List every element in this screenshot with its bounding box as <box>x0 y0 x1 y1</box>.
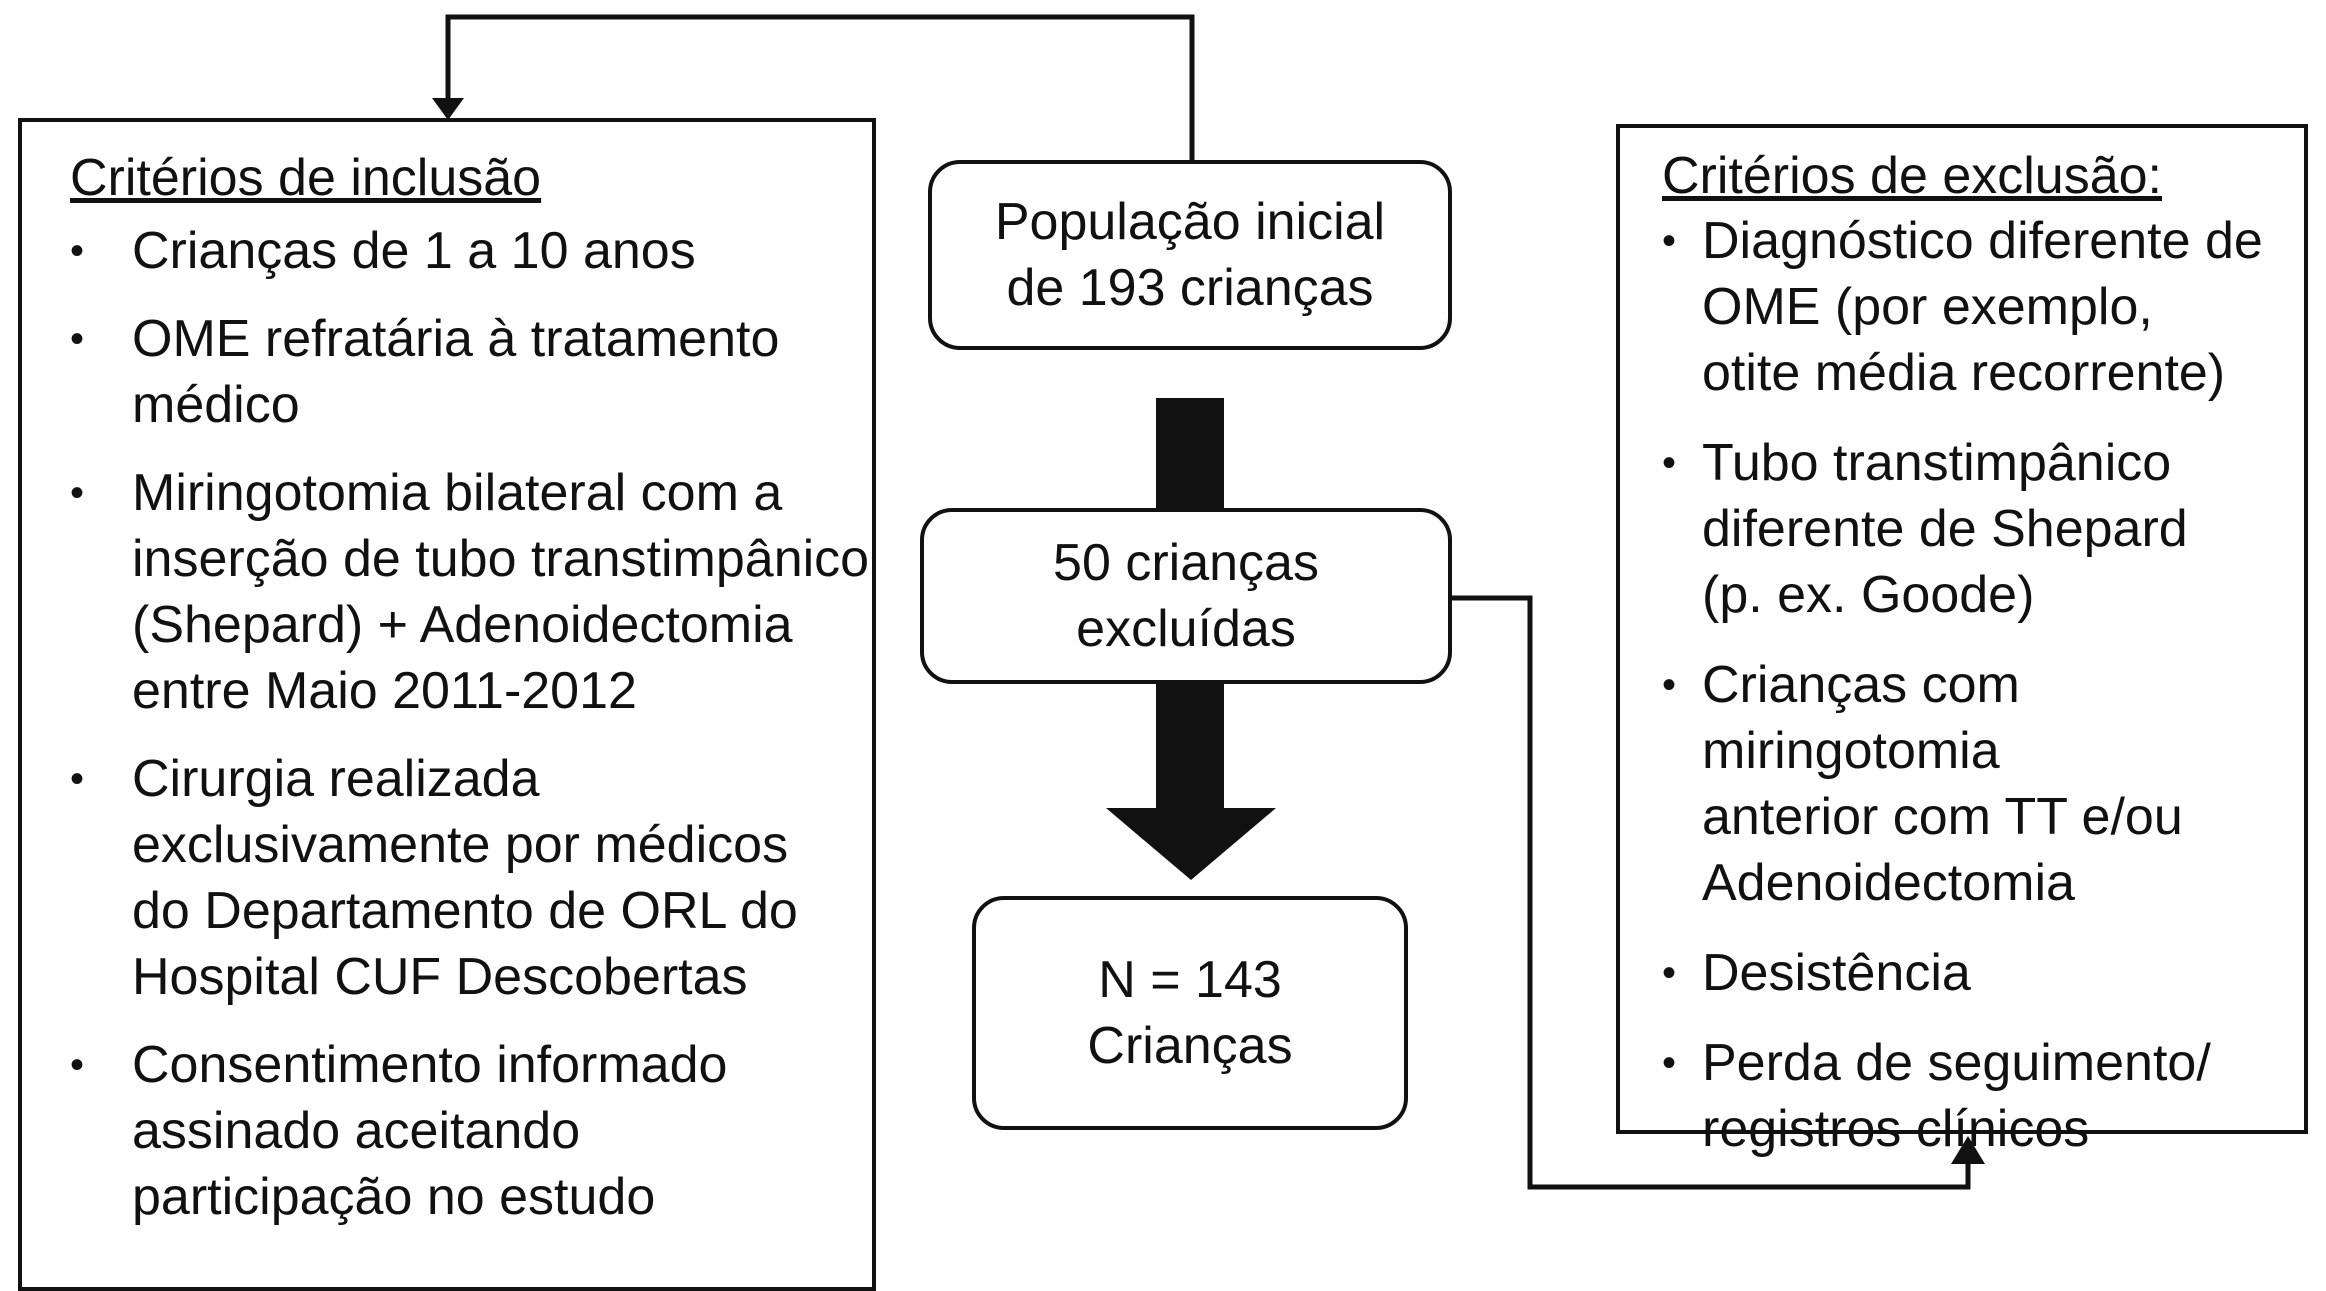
exclusion-criterion-line: Adenoidectomia <box>1702 854 2075 912</box>
excluded-box: 50 crianças excluídas <box>920 508 1452 684</box>
bullet-point-icon: • <box>1662 219 1677 263</box>
inclusion-criterion-item: • Consentimento informado assinado aceitan… <box>70 1032 872 1230</box>
exclusion-list: • Diagnóstico diferente de OME (por exempl… <box>1662 208 2304 1162</box>
exclusion-title: Critérios de exclusão: <box>1662 147 2162 205</box>
final-line-2: Crianças <box>1087 1017 1293 1075</box>
exclusion-criterion-line: anterior com TT e/ou <box>1702 788 2183 846</box>
main-flow-shaft-upper <box>1156 398 1224 508</box>
inclusion-criterion-item: • Crianças de 1 a 10 anos <box>70 218 872 284</box>
exclusion-criterion-item: • Desistência <box>1662 940 2304 1006</box>
exclusion-criterion-line: diferente de Shepard <box>1702 500 2188 558</box>
inclusion-criterion-item: • Cirurgia realizada exclusivamente por mé… <box>70 746 872 1010</box>
exclusion-criteria-box: Critérios de exclusão: • Diagnóstico dife… <box>1616 124 2308 1158</box>
excluded-line-2: excluídas <box>1076 600 1296 658</box>
inclusion-criterion-line: (Shepard) + Adenoidectomia <box>132 596 793 654</box>
inclusion-criterion-line: inserção de tubo transtimpânico <box>132 530 870 588</box>
inclusion-title: Critérios de inclusão <box>70 149 542 207</box>
exclusion-criterion-item: • Crianças com miringotomia anterior com T… <box>1662 652 2304 916</box>
inclusion-arrowhead <box>432 98 464 120</box>
exclusion-criterion-line: (p. ex. Goode) <box>1702 566 2035 624</box>
inclusion-criterion-line: entre Maio 2011-2012 <box>132 662 637 720</box>
exclusion-criterion-line: registros clínicos <box>1702 1100 2090 1158</box>
inclusion-criterion-line: médico <box>132 376 300 434</box>
bullet-point-icon: • <box>70 1043 85 1087</box>
exclusion-criterion-line: Diagnóstico diferente de <box>1702 212 2263 270</box>
exclusion-criterion-line: otite média recorrente) <box>1702 344 2226 402</box>
bullet-point-icon: • <box>1662 441 1677 485</box>
inclusion-criterion-item: • Miringotomia bilateral com a inserção de… <box>70 460 872 724</box>
population-line-1: População inicial <box>994 193 1386 251</box>
final-sample-box: N = 143 Crianças <box>972 896 1408 1130</box>
inclusion-criterion-line: assinado aceitando <box>132 1102 581 1160</box>
inclusion-criterion-line: Cirurgia realizada <box>132 750 540 808</box>
exclusion-criterion-item: • Tubo transtimpânico diferente de Shepard… <box>1662 430 2304 628</box>
bullet-point-icon: • <box>70 757 85 801</box>
main-flow-arrowhead <box>1106 808 1276 880</box>
bullet-point-icon: • <box>70 317 85 361</box>
inclusion-criterion-line: do Departamento de ORL do <box>132 882 798 940</box>
inclusion-criteria-box: Critérios de inclusão • Crianças de 1 a 1… <box>18 118 876 1291</box>
population-to-inclusion-connector <box>445 14 1195 160</box>
population-line-2: de 193 crianças <box>1006 259 1374 317</box>
exclusion-criterion-line: Crianças com miringotomia <box>1702 656 2020 780</box>
exclusion-criterion-line: Tubo transtimpânico <box>1702 434 2172 492</box>
exclusion-criterion-item: • Diagnóstico diferente de OME (por exempl… <box>1662 208 2304 406</box>
inclusion-list: • Crianças de 1 a 10 anos • OME refratária … <box>70 218 872 1230</box>
inclusion-criterion-line: exclusivamente por médicos <box>132 816 789 874</box>
inclusion-criterion-line: Crianças de 1 a 10 anos <box>132 222 696 280</box>
inclusion-criterion-line: OME refratária à tratamento <box>132 310 780 368</box>
population-box: População inicial de 193 crianças <box>928 160 1452 350</box>
excluded-line-1: 50 crianças <box>1053 534 1319 592</box>
bullet-point-icon: • <box>1662 951 1677 995</box>
exclusion-criterion-line: OME (por exemplo, <box>1702 278 2153 336</box>
excluded-to-exclusion-connector <box>1452 595 1971 1190</box>
exclusion-arrowhead <box>1951 1136 1985 1164</box>
exclusion-criterion-line: Desistência <box>1702 944 1971 1002</box>
inclusion-criterion-line: participação no estudo <box>132 1168 656 1226</box>
bullet-point-icon: • <box>70 471 85 515</box>
bullet-point-icon: • <box>70 229 85 273</box>
main-flow-shaft-lower <box>1156 682 1224 812</box>
final-line-1: N = 143 <box>1098 951 1282 1009</box>
bullet-point-icon: • <box>1662 663 1677 707</box>
inclusion-criterion-line: Consentimento informado <box>132 1036 728 1094</box>
exclusion-criterion-item: • Perda de seguimento/registros clínicos <box>1662 1030 2304 1162</box>
exclusion-criterion-line: Perda de seguimento/ <box>1702 1034 2211 1092</box>
inclusion-criterion-line: Hospital CUF Descobertas <box>132 948 748 1006</box>
inclusion-criterion-item: • OME refratária à tratamento médico <box>70 306 872 438</box>
inclusion-criterion-line: Miringotomia bilateral com a <box>132 464 783 522</box>
bullet-point-icon: • <box>1662 1041 1677 1085</box>
